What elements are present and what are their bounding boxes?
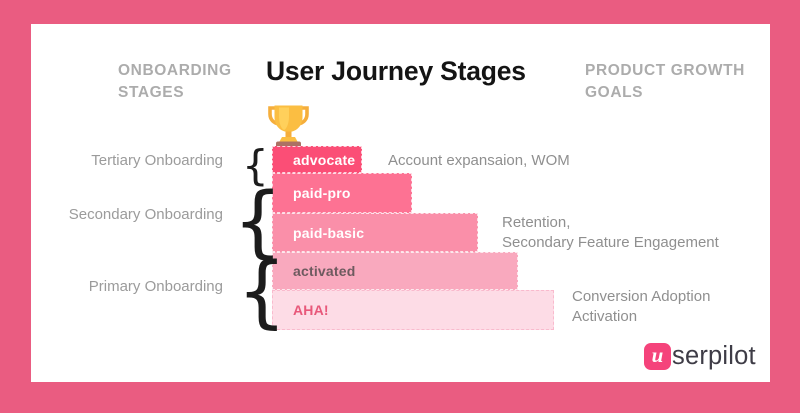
userpilot-logo: u serpilot <box>644 342 756 370</box>
group-label-primary-onboarding: Primary Onboarding <box>88 278 223 295</box>
product-growth-goals-heading-line1: PRODUCT GROWTH <box>585 62 745 79</box>
stage-bar-paid-pro: paid-pro <box>272 173 412 213</box>
product-growth-goals-heading: PRODUCT GROWTH GOALS <box>585 60 745 104</box>
stage-bar-label: paid-basic <box>293 224 365 241</box>
goal-account-expansion: Account expansaion, WOM <box>388 151 570 171</box>
goal-line: Activation <box>572 307 638 325</box>
onboarding-stages-heading-line2: STAGES <box>118 84 185 101</box>
goal-line: Conversion Adoption <box>572 288 711 305</box>
goal-line: Retention, <box>502 214 571 231</box>
stage-bar-advocate: advocate <box>272 146 362 173</box>
goal-retention: Retention, Secondary Feature Engagement <box>502 213 719 252</box>
stage-bar-label: advocate <box>293 151 356 168</box>
stage-bar-label: activated <box>293 263 356 279</box>
product-growth-goals-heading-line2: GOALS <box>585 84 644 101</box>
group-label-secondary-onboarding: Secondary Onboarding <box>68 206 223 223</box>
stage-bar-activated: activated <box>272 252 518 290</box>
goal-line: Account expansaion, WOM <box>388 152 570 169</box>
userpilot-logo-wordmark: serpilot <box>672 341 756 370</box>
trophy-icon <box>266 101 311 147</box>
brace-tertiary-icon: { <box>242 141 269 190</box>
stage-bar-label: AHA! <box>293 302 329 318</box>
onboarding-stages-heading: ONBOARDING STAGES <box>118 60 232 104</box>
group-label-tertiary-onboarding: Tertiary Onboarding <box>91 152 223 169</box>
brace-secondary-icon: { <box>233 177 283 267</box>
goal-line: Secondary Feature Engagement <box>502 233 719 251</box>
stage-bar-label: paid-pro <box>293 185 351 201</box>
stage-bar-aha: AHA! <box>272 290 554 330</box>
userpilot-logo-badge: u <box>644 342 671 370</box>
page-title: User Journey Stages <box>266 56 526 86</box>
onboarding-stages-heading-line1: ONBOARDING <box>118 62 232 79</box>
stage-bar-paid-basic: paid-basic <box>272 213 478 252</box>
brace-primary-icon: { <box>237 247 287 337</box>
